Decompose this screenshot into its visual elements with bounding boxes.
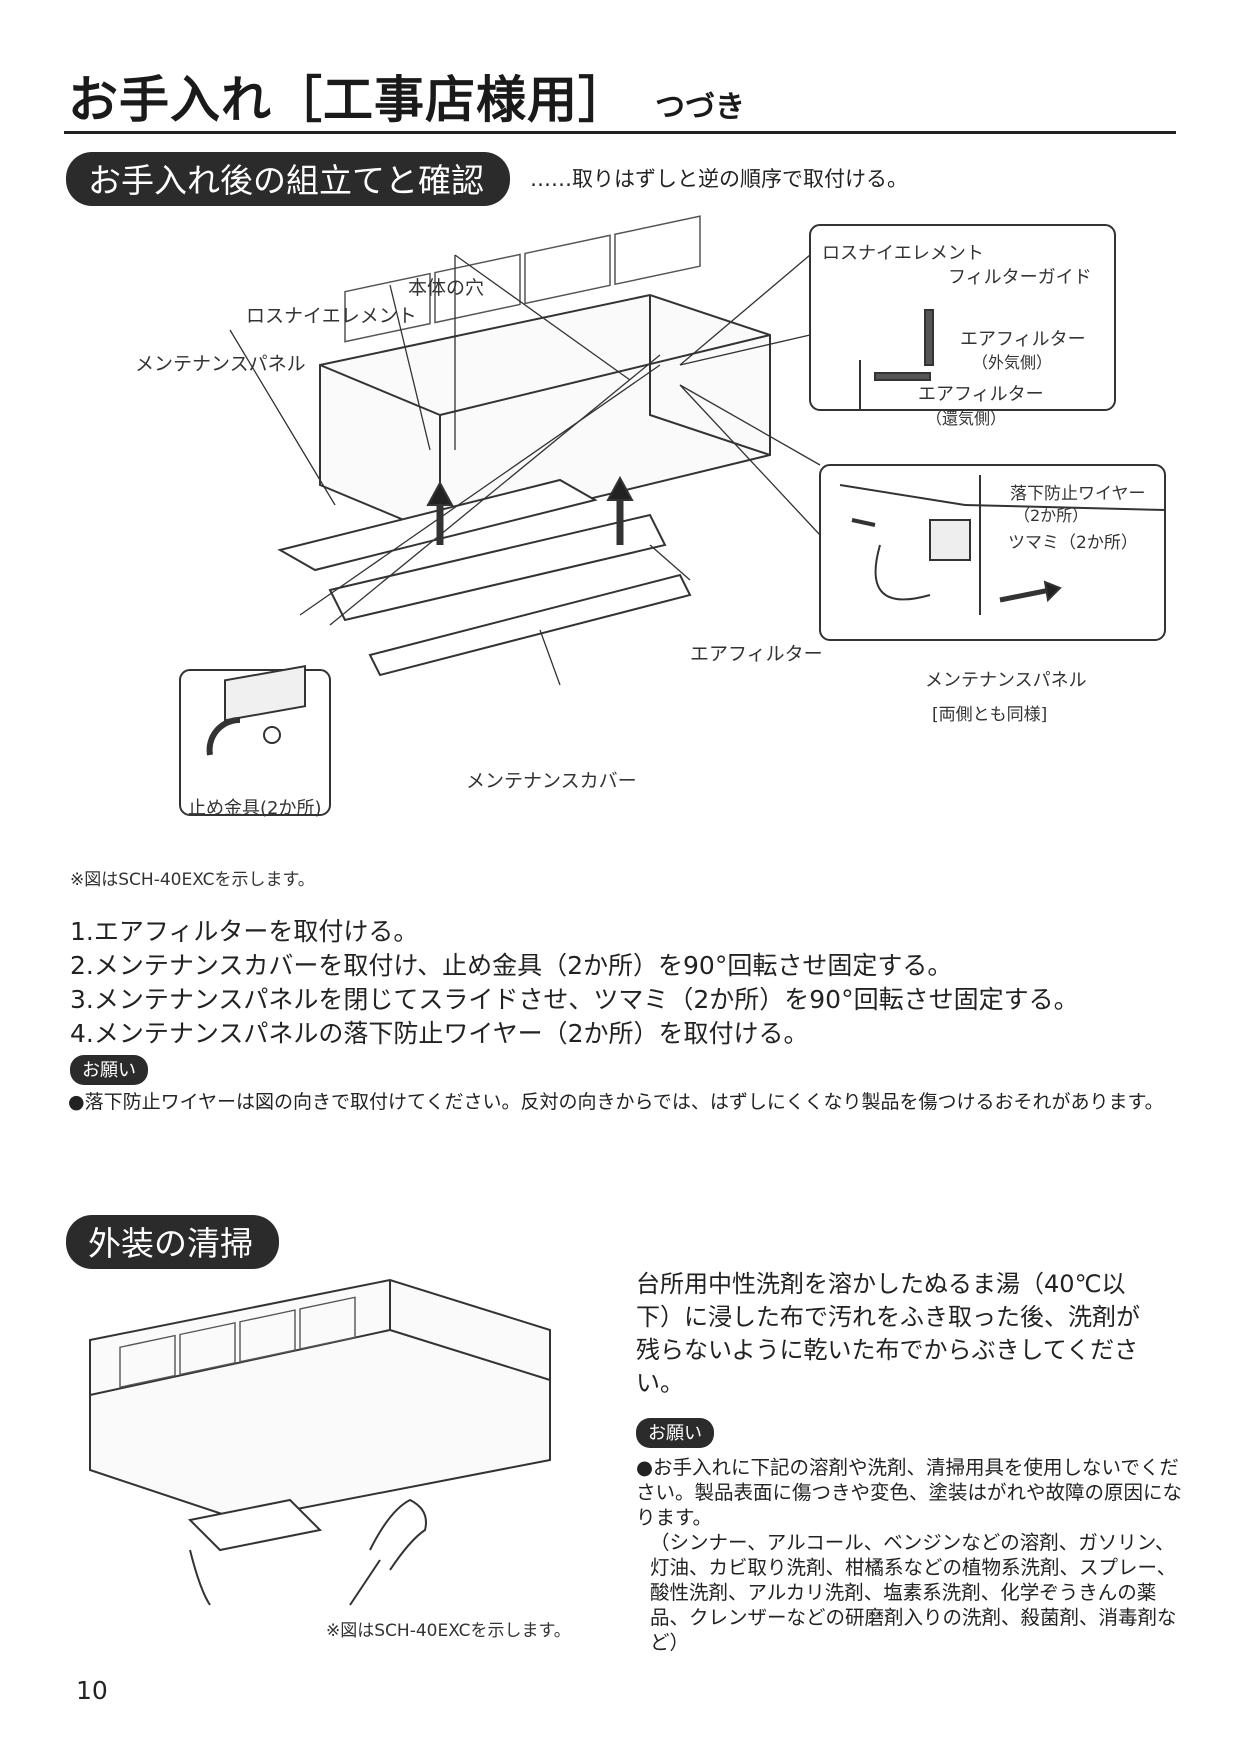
section-intro: ……取りはずしと逆の順序で取付ける。 bbox=[530, 167, 908, 191]
label-lossnay-element: ロスナイエレメント bbox=[246, 305, 417, 327]
inset-label-filter-guide: フィルターガイド bbox=[948, 267, 1092, 288]
step-1: 1.エアフィルターを取付ける。 bbox=[70, 917, 419, 946]
label-air-filter: エアフィルター bbox=[690, 643, 823, 665]
request-badge-1: お願い bbox=[70, 1055, 148, 1085]
section-heading-exterior: 外装の清掃 bbox=[66, 1215, 279, 1269]
step-4: 4.メンテナンスパネルの落下防止ワイヤー（2か所）を取付ける。 bbox=[70, 1019, 809, 1048]
assembly-illustration bbox=[179, 215, 1166, 816]
assembly-diagram: 本体の穴 ロスナイエレメント メンテナンスパネル エアフィルター メンテナンスカ… bbox=[0, 215, 1240, 855]
request-text-1: ●落下防止ワイヤーは図の向きで取付けてください。反対の向きからでは、はずしにくく… bbox=[68, 1091, 1164, 1113]
prohibited-items-list: （シンナー、アルコール、ベンジンなどの溶剤、ガソリン、灯油、カビ取り洗剤、柑橘系… bbox=[650, 1531, 1177, 1654]
figure-note-2: ※図はSCH-40EXCを示します。 bbox=[326, 1621, 571, 1641]
inset-label-filter-outdoor: エアフィルター bbox=[960, 329, 1086, 350]
inset-label-outdoor-side: （外気側） bbox=[972, 353, 1053, 372]
step-3: 3.メンテナンスパネルを閉じてスライドさせ、ツマミ（2か所）を90°回転させ固定… bbox=[70, 985, 1079, 1014]
figure-note-1: ※図はSCH-40EXCを示します。 bbox=[70, 870, 315, 890]
inset-label-both-sides: [両側とも同様] bbox=[932, 705, 1048, 725]
label-clamp: 止め金具(2か所) bbox=[188, 798, 322, 819]
section-heading-assembly: お手入れ後の組立てと確認 bbox=[66, 152, 510, 206]
cleaning-instructions: 台所用中性洗剤を溶かしたぬるま湯（40℃以下）に浸した布で汚れをふき取った後、洗… bbox=[636, 1270, 1140, 1397]
inset-label-wire-count: （2か所） bbox=[1014, 506, 1089, 525]
request-badge-2: お願い bbox=[636, 1418, 714, 1448]
label-body-hole: 本体の穴 bbox=[408, 277, 485, 299]
inset-label-knob: ツマミ（2か所） bbox=[1008, 533, 1138, 553]
inset-label-element: ロスナイエレメント bbox=[822, 243, 984, 264]
page-title: お手入れ［工事店様用］ bbox=[68, 71, 629, 129]
inset-label-filter-return: エアフィルター bbox=[918, 384, 1044, 405]
page-subtitle: つづき bbox=[655, 90, 745, 125]
request-text-2: ●お手入れに下記の溶剤や洗剤、清掃用具を使用しないでください。製品表面に傷つきや… bbox=[636, 1456, 1183, 1529]
inset-label-drop-wire: 落下防止ワイヤー bbox=[1010, 484, 1146, 504]
inset-label-return-side: （還気側） bbox=[926, 409, 1007, 428]
inset-label-panel: メンテナンスパネル bbox=[925, 670, 1087, 691]
step-2: 2.メンテナンスカバーを取付け、止め金具（2か所）を90°回転させ固定する。 bbox=[70, 951, 953, 980]
label-maintenance-panel: メンテナンスパネル bbox=[135, 353, 306, 375]
page-header: お手入れ［工事店様用］ つづき bbox=[68, 60, 745, 132]
title-divider bbox=[64, 131, 1176, 134]
label-maintenance-cover: メンテナンスカバー bbox=[466, 770, 637, 792]
page-number: 10 bbox=[76, 1676, 108, 1705]
cleaning-illustration bbox=[60, 1270, 620, 1610]
